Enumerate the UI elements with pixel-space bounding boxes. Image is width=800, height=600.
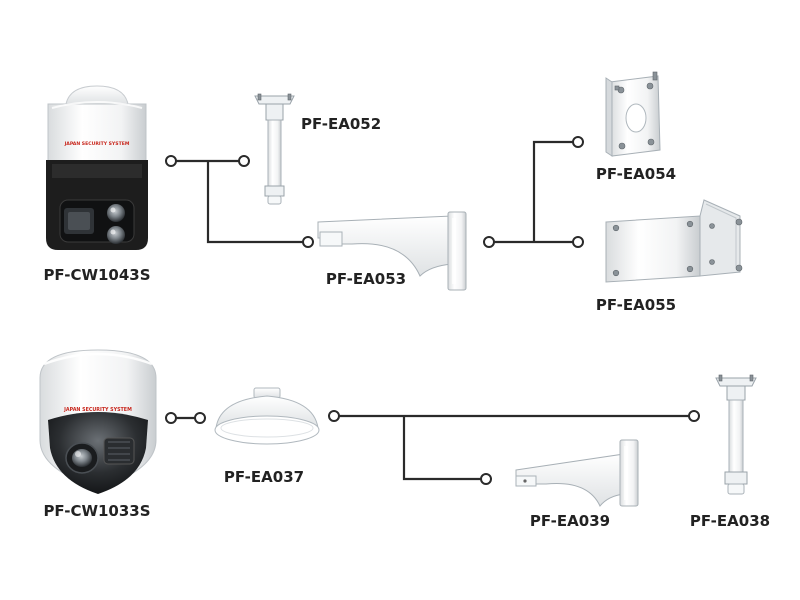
label-pf-ea054: PF-EA054 xyxy=(596,165,676,183)
label-pf-cw1033s: PF-CW1033S xyxy=(43,502,150,520)
connector-tree-camera-1 xyxy=(165,155,314,248)
label-pf-cw1043s: PF-CW1043S xyxy=(43,266,150,284)
ceiling-adapter-pf-ea037 xyxy=(214,387,320,445)
connector-camera-2 xyxy=(165,412,206,424)
label-pf-ea038: PF-EA038 xyxy=(690,512,770,530)
label-pf-ea053: PF-EA053 xyxy=(326,270,406,288)
corner-mount-pf-ea055 xyxy=(605,199,743,283)
camera-pf-cw1033s xyxy=(39,349,157,494)
camera-brand-text-1: JAPAN SECURITY SYSTEM xyxy=(64,141,130,147)
label-pf-ea052: PF-EA052 xyxy=(301,115,381,133)
label-pf-ea037: PF-EA037 xyxy=(224,468,304,486)
label-pf-ea039: PF-EA039 xyxy=(530,512,610,530)
label-pf-ea055: PF-EA055 xyxy=(596,296,676,314)
pendant-mount-pf-ea038 xyxy=(715,374,757,495)
pole-mount-pf-ea054 xyxy=(605,71,661,157)
connector-tree-ea053 xyxy=(483,136,584,248)
wall-mount-pf-ea053 xyxy=(317,211,467,291)
camera-pf-cw1043s xyxy=(46,85,148,250)
wall-mount-pf-ea039 xyxy=(515,439,639,507)
connector-tree-ea037 xyxy=(328,410,700,485)
pendant-mount-pf-ea052 xyxy=(254,93,295,205)
camera-brand-text-2: JAPAN SECURITY SYSTEM xyxy=(63,407,132,413)
